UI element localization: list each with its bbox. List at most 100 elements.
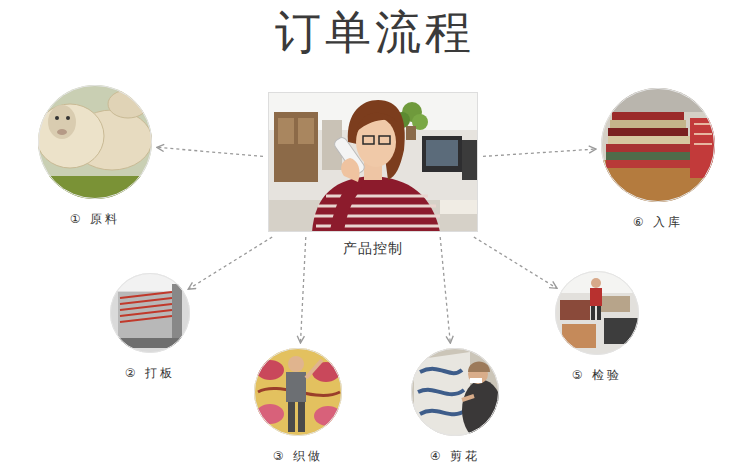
node-label: ⑤ 检验 <box>570 367 625 383</box>
loom-photo-part <box>172 284 182 344</box>
circle-outline <box>39 86 152 199</box>
office-photo-part <box>422 136 462 172</box>
circle-outline <box>412 349 499 436</box>
circle-outline <box>255 349 342 436</box>
trimming-photo <box>411 348 502 440</box>
warehouse-photo-part <box>606 160 694 168</box>
dashed-arrow <box>188 237 272 289</box>
trimming-photo-part <box>470 378 482 383</box>
weaving-photo-part <box>254 348 342 436</box>
loom-photo-part <box>118 292 172 338</box>
loom-photo <box>110 273 190 353</box>
trimming-photo-part <box>462 396 474 400</box>
office-photo-part <box>330 180 362 232</box>
office-photo-part <box>406 126 416 140</box>
loom-photo-part <box>110 273 190 353</box>
photo-circle: ③ 织做 <box>254 348 342 436</box>
sheep-photo-part <box>57 129 67 135</box>
warehouse-photo-part <box>694 124 712 144</box>
weaving-photo-part <box>298 402 305 432</box>
office-photo-part <box>379 136 390 144</box>
office-photo-part <box>363 136 374 144</box>
sheep-photo-part <box>108 90 148 118</box>
node-label: ④ 剪花 <box>428 448 483 464</box>
node-outline <box>601 88 715 202</box>
inspection-photo-part <box>591 278 601 288</box>
loom-photo-part <box>120 292 172 322</box>
warehouse-photo-part <box>612 112 684 120</box>
node-label: ② 打板 <box>123 365 178 381</box>
inspection-photo <box>555 271 639 355</box>
trimming-photo-part <box>418 369 466 414</box>
dashed-arrow <box>474 237 557 288</box>
box-outline <box>269 93 478 232</box>
office-photo-part <box>426 140 458 166</box>
dashed-arrow <box>300 237 305 343</box>
weaving-photo-part <box>286 372 306 402</box>
inspection-photo-part <box>597 306 601 320</box>
inspection-photo-part <box>560 300 590 320</box>
office-photo-part <box>268 92 478 232</box>
sheep-photo <box>36 85 152 200</box>
photo-circle: ⑤ 检验 <box>555 271 639 355</box>
node-outline <box>268 92 478 232</box>
sheep-photo-part <box>48 105 76 139</box>
trimming-photo-part <box>414 352 470 436</box>
node-label: ③ 织做 <box>271 448 326 464</box>
node-label: 产品控制 <box>341 240 405 256</box>
office-photo-part <box>298 118 314 144</box>
inspection-photo-part <box>555 271 639 355</box>
node-outline <box>254 348 342 436</box>
warehouse-photo-part <box>601 88 715 112</box>
office-photo-part <box>278 118 294 144</box>
office-photo-part <box>356 113 398 132</box>
photo-circle: ② 打板 <box>110 273 190 353</box>
inspection-photo-part <box>591 306 595 320</box>
trimming-photo-part <box>468 362 490 373</box>
photo-box: 产品控制 <box>268 92 478 232</box>
circle-outline <box>556 272 639 355</box>
warehouse-photo-part <box>601 88 715 202</box>
office-photo-part <box>440 200 478 214</box>
inspection-photo-part <box>604 318 638 344</box>
inspection-photo-part <box>562 324 596 348</box>
office-photo-part <box>341 158 359 182</box>
diagram-title: 订单流程 <box>0 2 750 62</box>
weaving-photo <box>254 348 342 436</box>
warehouse-photo-part <box>608 136 690 144</box>
inspection-photo-part <box>590 288 602 306</box>
warehouse-photo-part <box>610 120 686 128</box>
weaving-photo-part <box>288 402 295 432</box>
warehouse-photo <box>601 88 716 202</box>
sheep-photo-part <box>66 116 70 120</box>
circle-outline <box>602 89 715 202</box>
inspection-photo-part <box>600 296 630 312</box>
warehouse-photo-part <box>608 128 688 136</box>
dashed-arrow <box>440 237 450 343</box>
loom-photo-part <box>112 338 188 348</box>
warehouse-photo-part <box>606 152 692 160</box>
node-label: ① 原料 <box>68 211 123 227</box>
office-photo-part <box>274 112 318 182</box>
node-label: ⑥ 入库 <box>631 214 686 230</box>
sheep-photo-part <box>55 116 59 120</box>
office-photo-part <box>312 176 440 232</box>
circle-outline <box>111 274 190 353</box>
photo-circle: ⑥ 入库 <box>601 88 715 202</box>
weaving-photo-part <box>288 356 304 372</box>
office-photo <box>268 92 478 232</box>
dashed-arrow <box>157 147 263 156</box>
photo-circle: ① 原料 <box>38 85 152 199</box>
photo-circle: ④ 剪花 <box>411 348 499 436</box>
weaving-photo-part <box>306 360 322 378</box>
node-outline <box>110 273 190 353</box>
sheep-photo-part <box>38 176 152 200</box>
warehouse-photo-part <box>606 144 690 152</box>
node-outline <box>555 271 639 355</box>
trimming-photo-part <box>462 380 502 440</box>
dashed-arrow <box>483 149 596 156</box>
warehouse-photo-part <box>690 118 716 178</box>
